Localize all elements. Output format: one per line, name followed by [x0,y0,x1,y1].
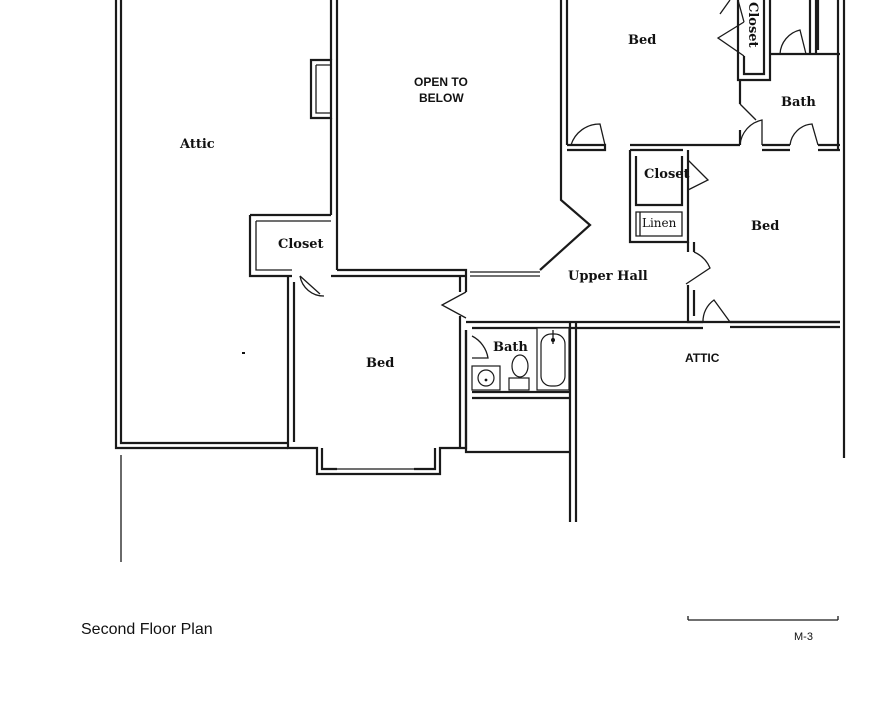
upper-hall-label: Upper Hall [568,269,648,284]
linen-walls [635,211,683,237]
bath-bottom-label: Bath [493,340,528,355]
sheet-number: M-3 [794,631,813,643]
closet-left-label: Closet [278,237,324,252]
open-to-below-label-1: OPEN TO [414,75,468,89]
open-to-below-label-2: BELOW [419,91,464,105]
closet-middle-walls [628,150,710,244]
upper-hall-walls [466,271,703,330]
attic-mark [242,352,245,354]
bed-top-walls [567,119,840,152]
attic-left-label: Attic [179,137,215,152]
bed-bottom-walls [286,268,468,476]
open-to-below-walls [539,0,592,271]
bath-fixtures [471,327,570,391]
bed-right-walls [685,242,840,329]
closet-left-walls [248,213,331,297]
attic-right-label: ATTIC [685,351,720,365]
closet-vertical-label: Closet [745,2,760,48]
closet-vertical-walls [716,0,772,82]
scale-bar [687,616,839,621]
bath-top-label: Bath [781,95,816,110]
attic-left-walls [114,0,288,562]
linen-label: Linen [642,216,677,230]
plan-caption: Second Floor Plan [81,621,213,638]
bath-top-walls [738,0,846,458]
bed-bottom-label: Bed [366,356,394,371]
bath-bottom-walls [464,322,578,522]
attic-right-wall [309,0,339,270]
closet-middle-label: Closet [644,167,690,182]
bed-top-label: Bed [628,33,656,48]
bed-right-label: Bed [751,219,779,234]
